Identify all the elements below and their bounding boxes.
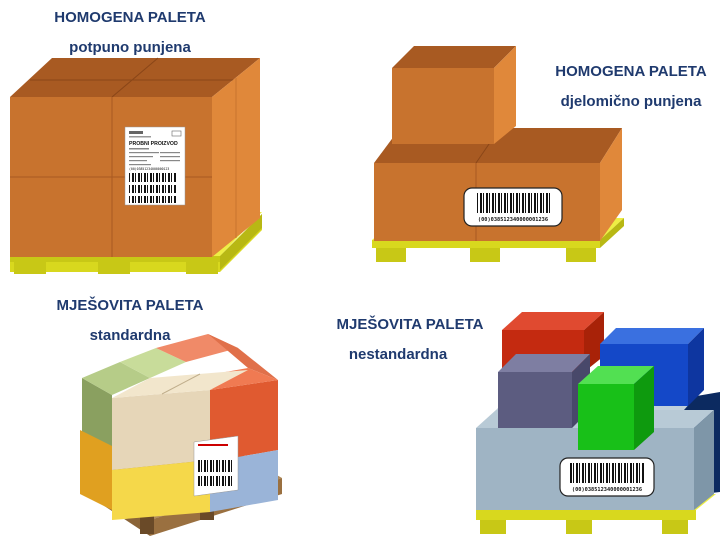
label-product-name: PROBNI PROIZVOD <box>129 141 178 147</box>
panel-subtitle: standardna <box>89 327 171 344</box>
sscc-text: (00)038512340000001236 <box>478 217 548 223</box>
box-orange <box>80 430 112 510</box>
partial-homogeneous-pallet: (00)038512340000001236 <box>372 46 624 262</box>
logistic-label <box>193 435 239 497</box>
caption-bottom-left: MJEŠOVITA PALETA standardna <box>55 296 205 346</box>
caption-top-left: HOMOGENA PALETA potpuno punjena <box>50 8 210 58</box>
carton-front <box>392 68 494 144</box>
mixed-nonstandard-pallet: (00)038512340000001236 <box>476 312 720 534</box>
panel-title: MJEŠOVITA PALETA <box>336 316 484 333</box>
caption-top-right: HOMOGENA PALETA djelomično punjena <box>543 62 719 112</box>
caption-bottom-right: MJEŠOVITA PALETA nestandardna <box>322 315 498 365</box>
box-blue <box>600 328 704 344</box>
carton-side <box>600 128 622 241</box>
carton-top <box>392 46 516 68</box>
full-homogeneous-pallet: PROBNI PROIZVOD (00)03851234000000123 <box>10 57 262 274</box>
panel-subtitle: potpuno punjena <box>69 39 191 56</box>
box-light-olive <box>120 348 186 378</box>
box-green <box>578 366 654 384</box>
panel-subtitle: nestandardna <box>348 346 448 363</box>
carton-side <box>494 46 516 144</box>
box-slate <box>498 354 590 372</box>
sscc-text: (00)038512340000001236 <box>572 487 642 493</box>
sscc-label: (00)038512340000001236 <box>463 187 563 227</box>
panel-title: HOMOGENA PALETA <box>555 63 707 80</box>
panel-title: HOMOGENA PALETA <box>54 9 206 26</box>
mixed-standard-pallet <box>80 334 282 536</box>
box-beige <box>112 390 210 470</box>
label-sscc-code: (00)03851234000000123 <box>129 167 169 171</box>
panel-subtitle: djelomično punjena <box>560 93 702 110</box>
logistic-label: PROBNI PROIZVOD (00)03851234000000123 <box>124 126 186 206</box>
sscc-label: (00)038512340000001236 <box>559 457 655 497</box>
box-red <box>502 312 604 330</box>
panel-title: MJEŠOVITA PALETA <box>56 297 204 314</box>
box-yellow <box>112 460 210 520</box>
